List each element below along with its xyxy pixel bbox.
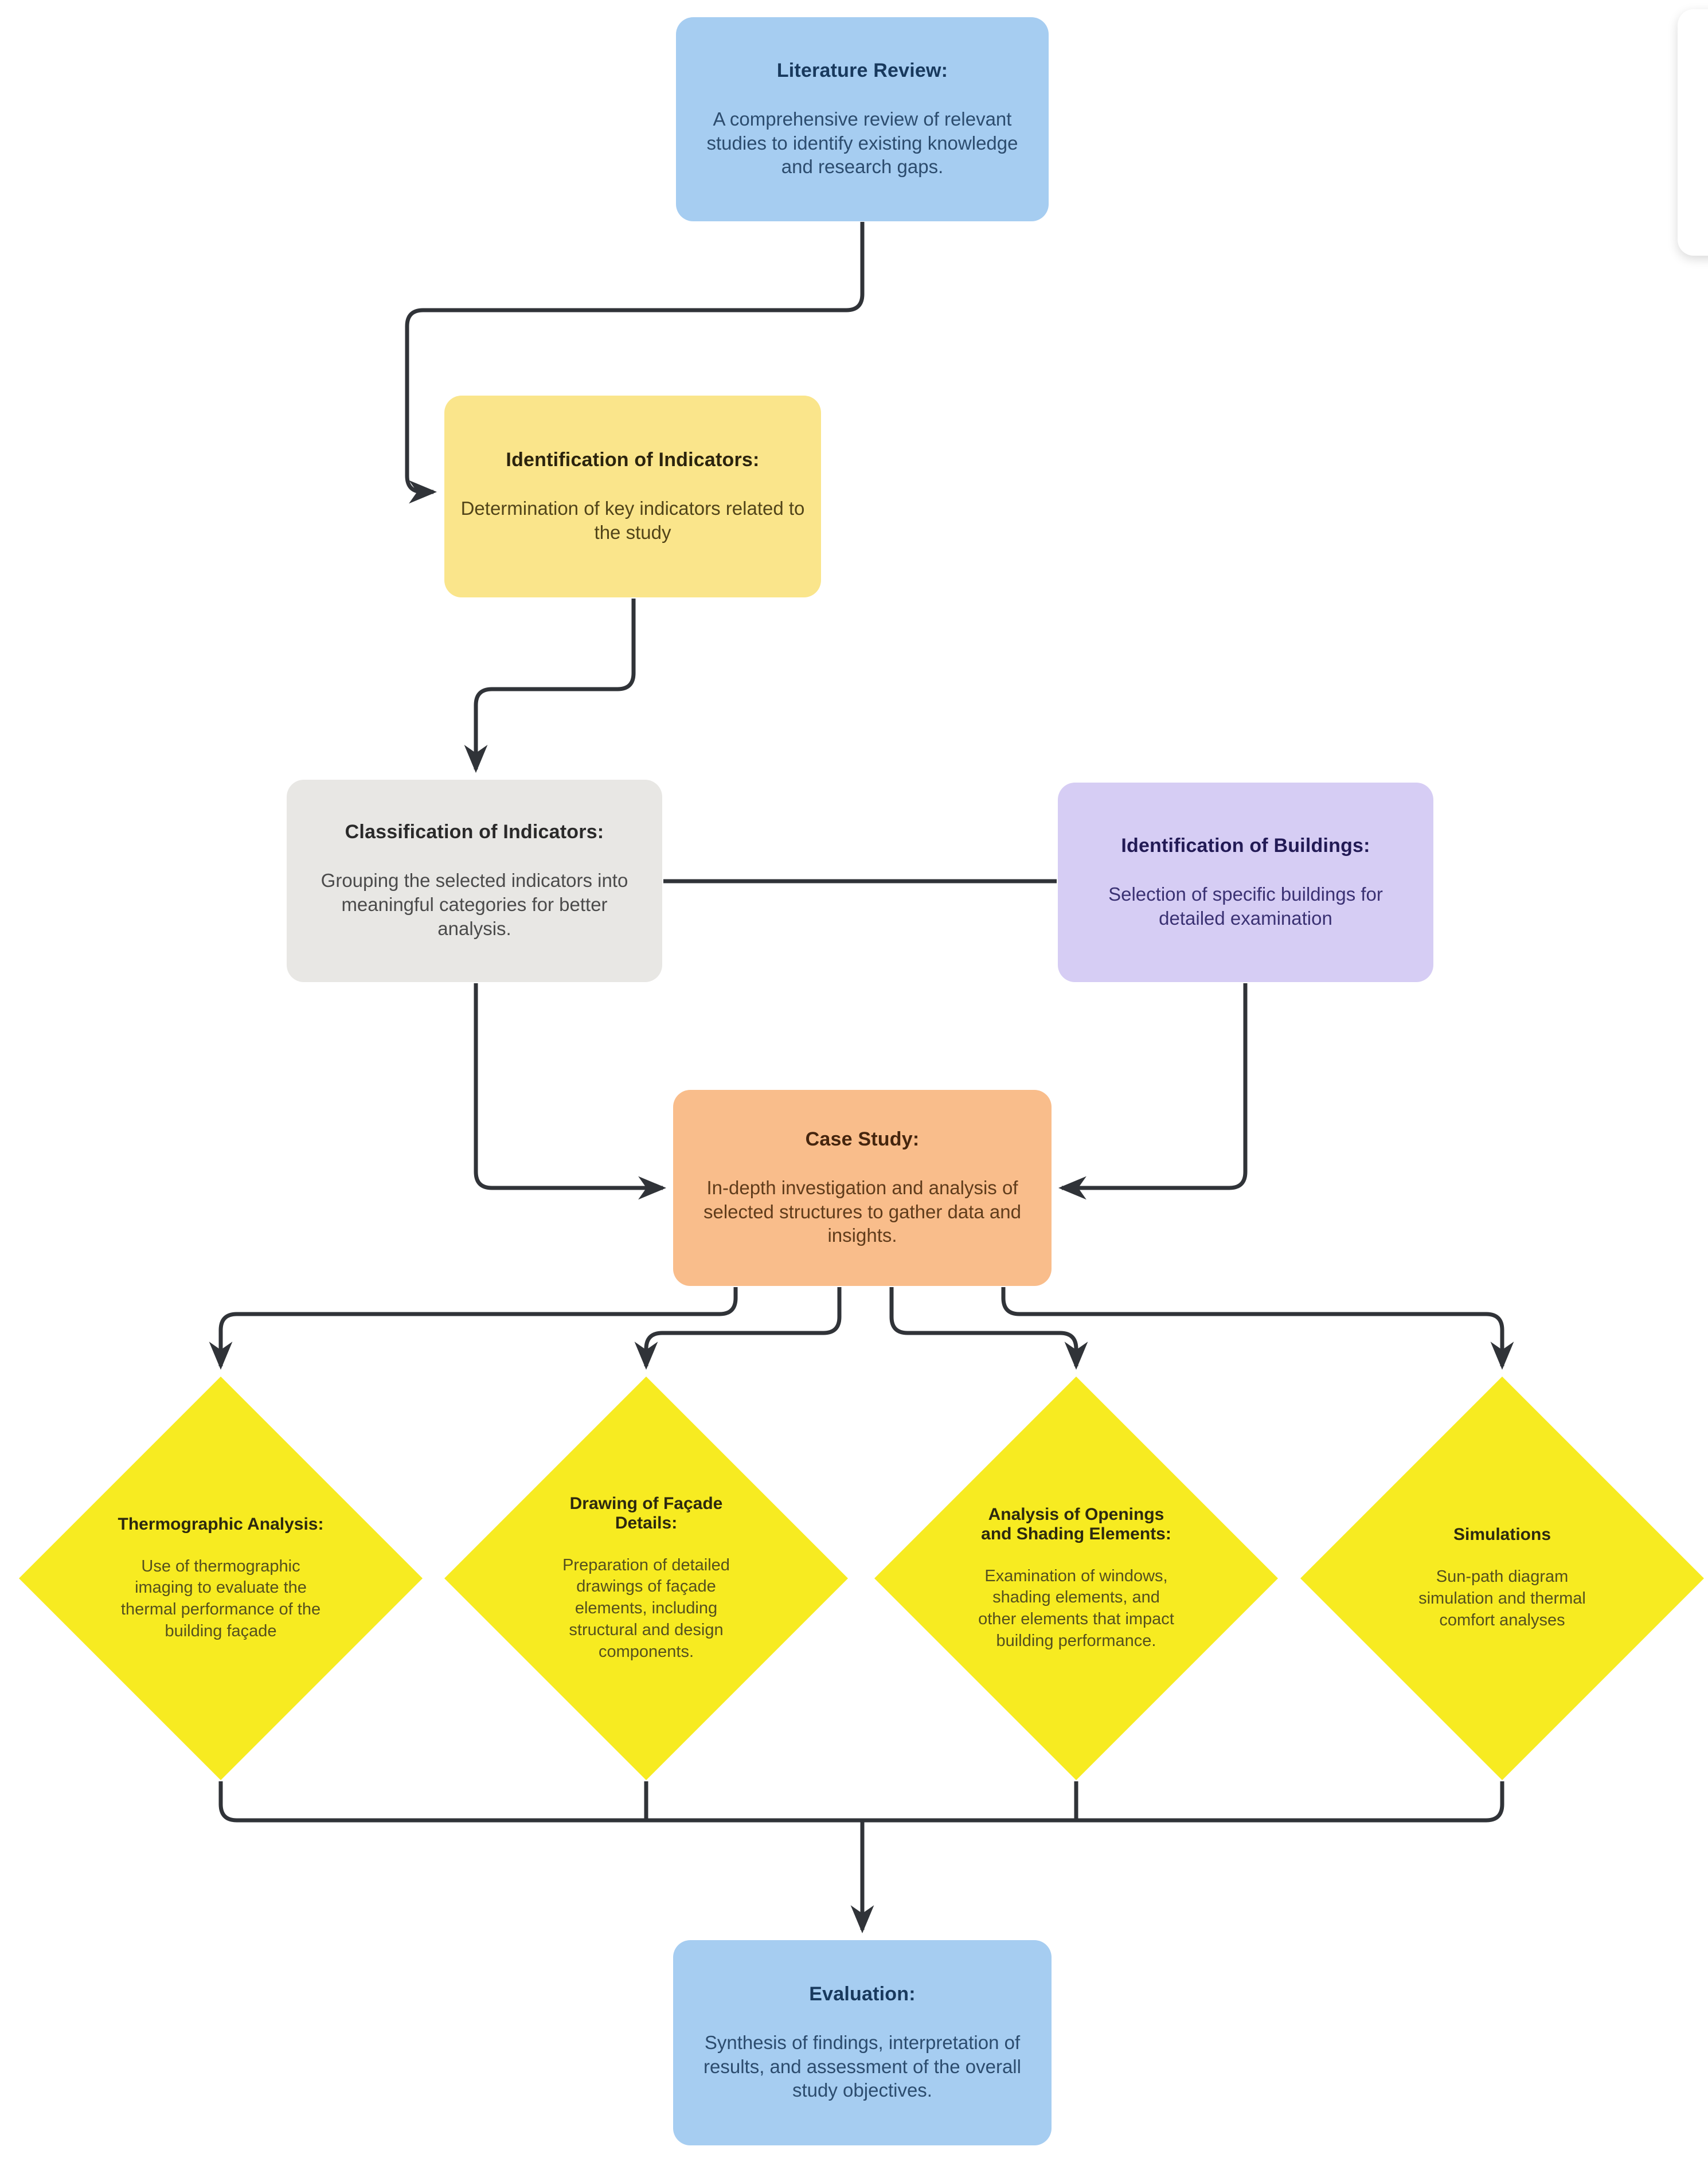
edge-indicators-to-classification: [464, 599, 636, 773]
edge-classification-to-case: [474, 983, 667, 1200]
node-body: Grouping the selected indicators into me…: [321, 870, 628, 939]
node-title: Evaluation:: [809, 1983, 916, 2005]
node-title: Classification of Indicators:: [345, 821, 604, 843]
node-title: Case Study:: [805, 1128, 920, 1150]
node-body: Sun-path diagram simulation and thermal …: [1418, 1567, 1586, 1629]
node-classification-of-indicators[interactable]: Classification of Indicators: Grouping t…: [287, 780, 662, 982]
node-title: Drawing of Façade Details:: [569, 1494, 723, 1532]
edge-case-to-facade: [634, 1287, 842, 1370]
node-body: Use of thermographic imaging to evaluate…: [120, 1557, 321, 1640]
edge-buildings-to-case: [1058, 983, 1248, 1200]
node-body: In-depth investigation and analysis of s…: [703, 1176, 1021, 1246]
node-title: Identification of Indicators:: [506, 448, 760, 471]
node-title: Thermographic Analysis:: [118, 1514, 324, 1534]
node-drawing-of-facade-details[interactable]: Drawing of Façade Details: Preparation o…: [444, 1377, 848, 1780]
node-body: Synthesis of findings, interpretation of…: [703, 2031, 1021, 2101]
node-identification-of-indicators[interactable]: Identification of Indicators: Determinat…: [444, 396, 821, 597]
scrollbar-thumb[interactable]: [1678, 9, 1708, 256]
node-body: A comprehensive review of relevant studi…: [706, 108, 1018, 178]
node-title: Analysis of Openings and Shading Element…: [981, 1504, 1171, 1543]
node-case-study[interactable]: Case Study: In-depth investigation and a…: [673, 1090, 1052, 1286]
node-title: Literature Review:: [776, 59, 948, 81]
node-title: Identification of Buildings:: [1121, 834, 1370, 857]
node-body: Determination of key indicators related …: [460, 497, 805, 543]
node-thermographic-analysis[interactable]: Thermographic Analysis: Use of thermogra…: [19, 1377, 423, 1780]
node-simulations[interactable]: Simulations Sun-path diagram simulation …: [1300, 1377, 1704, 1780]
edge-case-to-openings: [889, 1287, 1088, 1370]
node-identification-of-buildings[interactable]: Identification of Buildings: Selection o…: [1058, 783, 1433, 982]
edge-case-to-thermographic: [209, 1287, 738, 1370]
node-body: Selection of specific buildings for deta…: [1108, 883, 1383, 929]
node-evaluation[interactable]: Evaluation: Synthesis of findings, inter…: [673, 1940, 1052, 2145]
edge-diamonds-collector: [218, 1781, 1504, 1823]
node-literature-review[interactable]: Literature Review: A comprehensive revie…: [676, 17, 1049, 221]
node-body: Examination of windows, shading elements…: [978, 1566, 1174, 1650]
edge-literature-to-indicators: [405, 222, 865, 504]
node-analysis-of-openings-and-shading[interactable]: Analysis of Openings and Shading Element…: [874, 1377, 1278, 1780]
edge-case-to-simulations: [1001, 1287, 1514, 1370]
node-body: Preparation of detailed drawings of faça…: [562, 1555, 730, 1661]
node-title: Simulations: [1453, 1525, 1551, 1545]
